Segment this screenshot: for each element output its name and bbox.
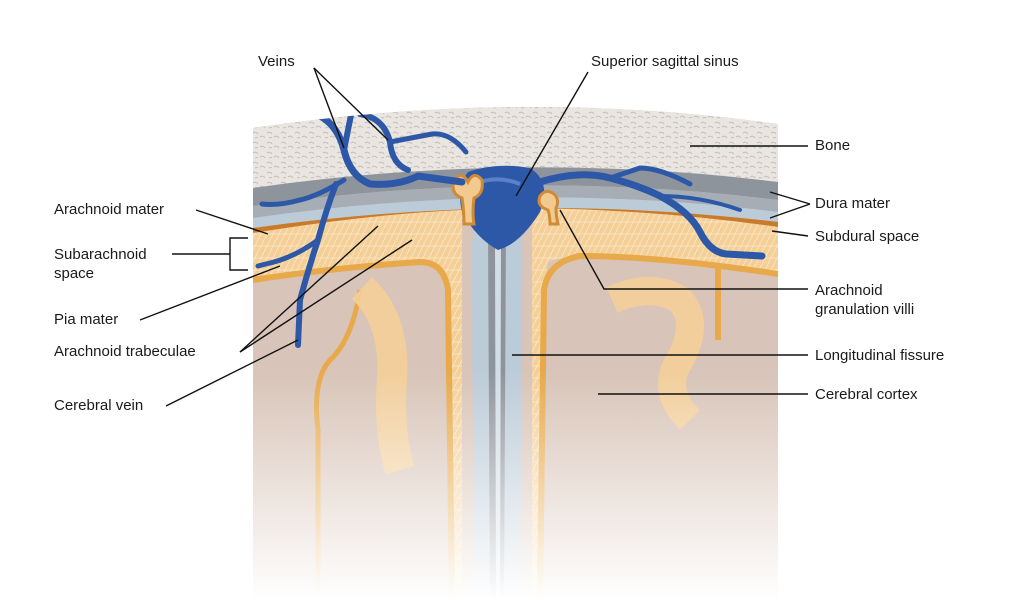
label-subarachnoid-line2: space — [54, 265, 95, 282]
label-subarachnoid-line1: Subarachnoid — [54, 246, 147, 263]
label-subdural-space: Subdural space — [815, 228, 920, 245]
leader-lines — [139, 67, 811, 407]
label-cerebral-vein: Cerebral vein — [54, 397, 144, 414]
label-arachnoid-mater: Arachnoid mater — [54, 201, 165, 218]
label-bone: Bone — [815, 137, 851, 154]
label-veins: Veins — [258, 53, 295, 70]
label-dura-mater: Dura mater — [815, 195, 891, 212]
label-pia-mater: Pia mater — [54, 311, 119, 328]
label-superior-sagittal-sinus: Superior sagittal sinus — [591, 53, 739, 70]
label-arachnoid-trabeculae: Arachnoid trabeculae — [54, 343, 196, 360]
bottom-fade — [253, 106, 778, 600]
label-longitudinal-fissure: Longitudinal fissure — [815, 347, 945, 364]
label-arachnoid-granulation-line2: granulation villi — [815, 301, 915, 318]
label-cerebral-cortex: Cerebral cortex — [815, 386, 918, 403]
tissue-layers — [253, 106, 778, 600]
label-arachnoid-granulation-line1: Arachnoid — [815, 282, 883, 299]
